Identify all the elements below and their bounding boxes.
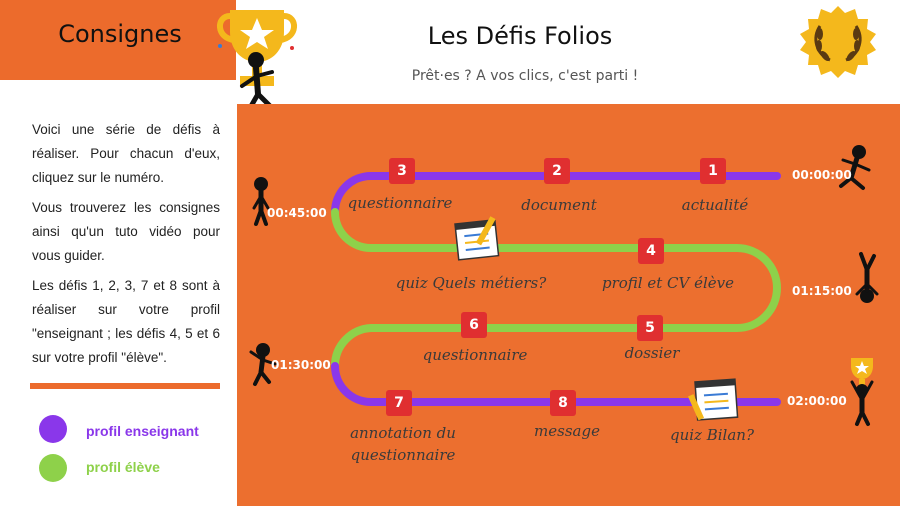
challenge-8-label: message (534, 422, 600, 440)
challenge-board: 00:00:00 00:45:00 01:15:00 01:30:00 02:0… (237, 104, 900, 506)
time-marker: 01:30:00 (271, 358, 331, 372)
time-marker: 01:15:00 (792, 284, 852, 298)
challenge-2-button[interactable]: 2 (544, 158, 570, 184)
challenge-4-label: profil et CV élève (601, 274, 735, 292)
clipboard-checklist-icon (687, 378, 739, 421)
challenge-6-label: questionnaire (422, 346, 528, 364)
consignes-title: Consignes (58, 20, 182, 48)
instructions-text: Voici une série de défis à réaliser. Pou… (32, 118, 220, 376)
challenge-4-button[interactable]: 4 (638, 238, 664, 264)
time-marker: 00:00:00 (792, 168, 852, 182)
time-marker: 02:00:00 (787, 394, 847, 408)
challenge-1-label: actualité (681, 196, 749, 214)
clipboard-checklist-icon (454, 216, 500, 261)
instructions-paragraph: Vous trouverez les consignes ainsi qu'un… (32, 200, 220, 263)
challenge-5-button[interactable]: 5 (637, 315, 663, 341)
challenge-path (249, 145, 879, 426)
stick-figure-icon (252, 177, 270, 226)
quiz-bilan-label[interactable]: quiz Bilan? (670, 426, 754, 444)
stick-figure-icon (249, 343, 277, 386)
legend-student-label: profil élève (86, 459, 160, 475)
legend-teacher-dot (39, 415, 67, 443)
challenge-8-button[interactable]: 8 (550, 390, 576, 416)
challenge-3-label: questionnaire (347, 194, 453, 212)
page-title: Les Défis Folios (427, 22, 613, 50)
challenge-6-button[interactable]: 6 (461, 312, 487, 338)
legend-student-dot (39, 454, 67, 482)
challenge-7-label: annotation du questionnaire (350, 424, 456, 464)
instructions-paragraph: Voici une série de défis à réaliser. Pou… (32, 122, 220, 185)
time-marker: 00:45:00 (267, 206, 327, 220)
legend-teacher-label: profil enseignant (86, 423, 199, 439)
challenge-2-label: document (521, 196, 597, 214)
page-subtitle: Prêt·es ? A vos clics, c'est parti ! (411, 68, 639, 84)
trophy-icon (850, 358, 874, 426)
challenge-7-button[interactable]: 7 (386, 390, 412, 416)
challenge-3-button[interactable]: 3 (389, 158, 415, 184)
challenge-5-label: dossier (624, 344, 680, 362)
instructions-paragraph: Les défis 1, 2, 3, 7 et 8 sont à réalise… (32, 278, 220, 365)
laurel-medal-icon (800, 6, 876, 78)
trophy-icon (217, 10, 297, 111)
divider (30, 383, 220, 389)
stick-figure-icon (839, 145, 871, 190)
challenge-1-button[interactable]: 1 (700, 158, 726, 184)
quiz-metiers-label[interactable]: quiz Quels métiers? (395, 274, 547, 292)
stick-figure-icon (855, 252, 879, 303)
consignes-header (0, 0, 236, 80)
